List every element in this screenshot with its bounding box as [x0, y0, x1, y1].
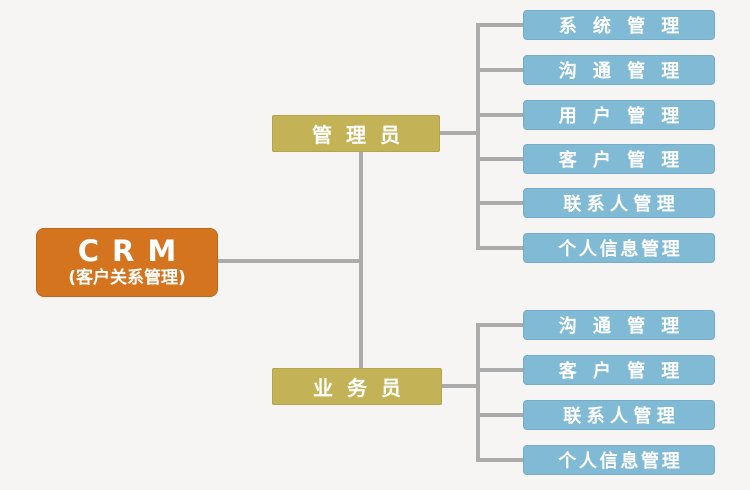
crm-subtitle: (客户关系管理) — [68, 268, 186, 289]
stub-admin-child-4 — [476, 201, 523, 205]
stub-sales-child-2 — [476, 413, 523, 417]
leaf-label: 客户管理 — [558, 150, 696, 171]
spine-sales-group — [476, 323, 480, 462]
leaf-label: 沟通管理 — [558, 61, 696, 82]
connector-admin-to-spine — [440, 131, 478, 135]
connector-sales-to-spine — [442, 384, 478, 388]
salesperson-label: 业务员 — [313, 376, 415, 400]
node-salesperson: 业务员 — [272, 368, 442, 405]
crm-title: CRM — [77, 234, 190, 269]
node-admin-user-management: 用户管理 — [523, 100, 715, 130]
connector-root-to-trunk — [218, 259, 363, 263]
stub-admin-child-0 — [476, 23, 523, 27]
node-admin-communication-management: 沟通管理 — [523, 55, 715, 85]
stub-admin-child-5 — [476, 246, 523, 250]
leaf-label: 个人信息管理 — [558, 451, 683, 472]
stub-admin-child-3 — [476, 157, 523, 161]
connector-trunk-vertical — [359, 152, 363, 368]
leaf-label: 个人信息管理 — [558, 239, 683, 260]
node-sales-customer-management: 客户管理 — [523, 355, 715, 385]
node-admin-personal-info-management: 个人信息管理 — [523, 233, 715, 263]
node-sales-personal-info-management: 个人信息管理 — [523, 445, 715, 475]
leaf-label: 沟通管理 — [558, 316, 696, 337]
stub-admin-child-2 — [476, 113, 523, 117]
spine-admin-group — [476, 23, 480, 250]
stub-sales-child-3 — [476, 458, 523, 462]
stub-admin-child-1 — [476, 68, 523, 72]
node-sales-communication-management: 沟通管理 — [523, 310, 715, 340]
node-admin-contact-management: 联系人管理 — [523, 188, 715, 218]
node-crm-root: CRM (客户关系管理) — [36, 228, 218, 297]
node-admin-customer-management: 客户管理 — [523, 144, 715, 174]
administrator-label: 管理员 — [312, 123, 414, 147]
node-admin-system-management: 系统管理 — [523, 10, 715, 40]
leaf-label: 客户管理 — [558, 361, 696, 382]
stub-sales-child-1 — [476, 368, 523, 372]
node-sales-contact-management: 联系人管理 — [523, 400, 715, 430]
stub-sales-child-0 — [476, 323, 523, 327]
leaf-label: 联系人管理 — [563, 194, 681, 215]
leaf-label: 系统管理 — [558, 16, 696, 37]
leaf-label: 联系人管理 — [563, 406, 681, 427]
leaf-label: 用户管理 — [558, 106, 696, 127]
node-administrator: 管理员 — [272, 115, 440, 152]
